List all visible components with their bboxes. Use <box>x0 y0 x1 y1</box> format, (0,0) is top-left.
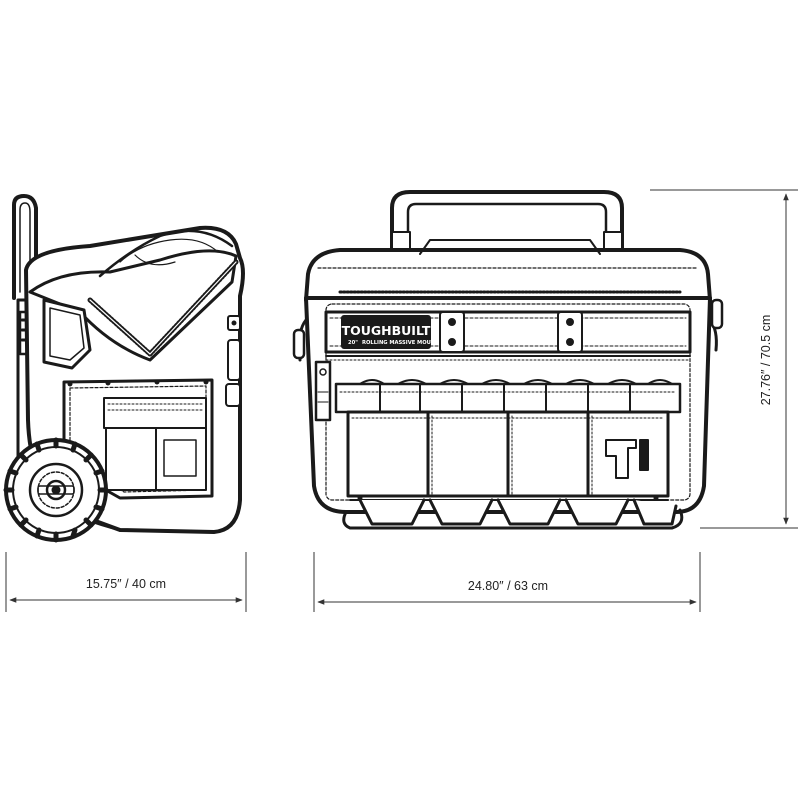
dimension-lines <box>5 189 798 612</box>
side-view <box>3 194 245 543</box>
front-lid <box>304 239 712 302</box>
brand-product-name: ROLLING MASSIVE MOUTH <box>362 340 439 346</box>
brand-name: TOUGHBUILT <box>342 323 431 338</box>
front-view: TOUGHBUILT 20" ROLLING MASSIVE MOUTH <box>292 190 724 530</box>
height-label: 27.76″ / 70.5 cm <box>759 315 773 406</box>
front-body <box>292 296 724 530</box>
brand-label: TOUGHBUILT 20" ROLLING MASSIVE MOUTH <box>341 315 439 349</box>
side-body <box>24 225 245 534</box>
brand-mark-icon <box>605 439 649 479</box>
front-width-label: 24.80″ / 63 cm <box>468 579 548 593</box>
side-wheel <box>3 437 109 543</box>
brand-size: 20" <box>348 340 358 346</box>
side-width-label: 15.75″ / 40 cm <box>86 577 166 591</box>
